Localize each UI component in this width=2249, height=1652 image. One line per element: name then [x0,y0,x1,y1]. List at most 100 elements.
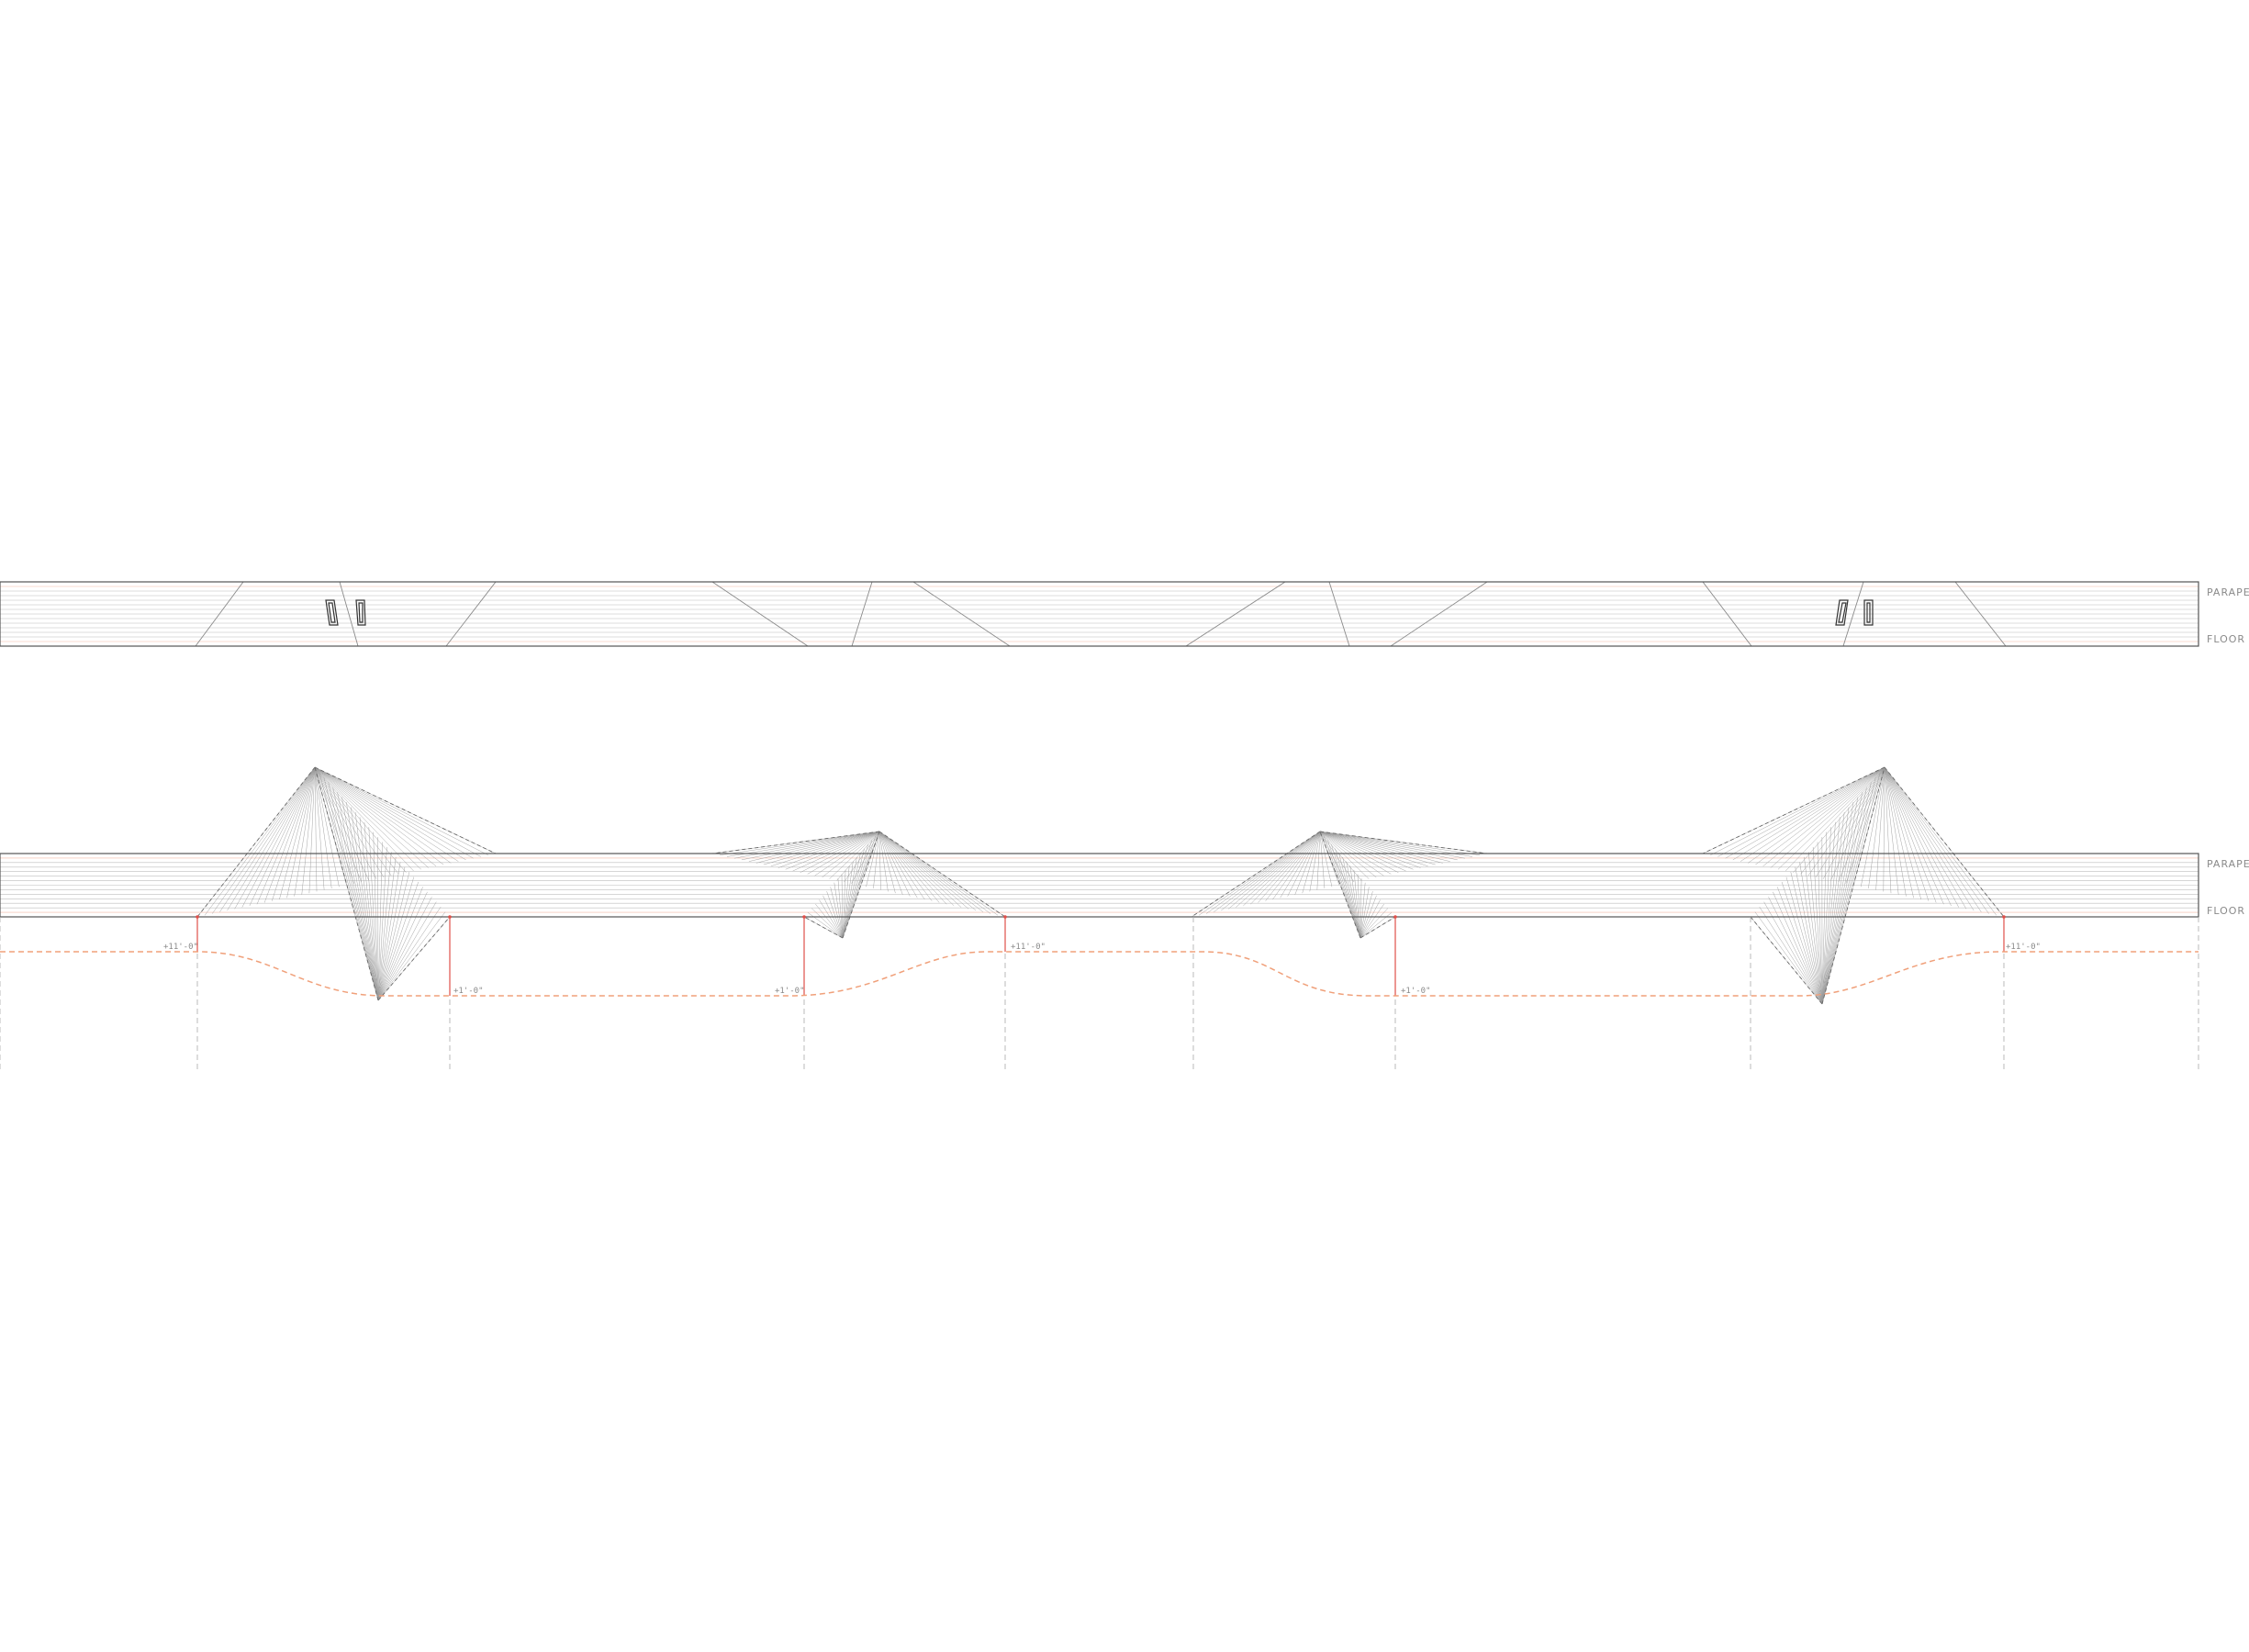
fan-mid-left-bottom [815,903,844,939]
fan-right-top [1884,766,1967,910]
fan-right-top [1823,766,1885,879]
fan-right-top [1762,766,1885,866]
fan-mid-right-top [1302,831,1321,894]
fan-mid-left-bottom [826,891,844,939]
fan-left-top [314,766,414,872]
fan-right-bottom [1785,876,1823,1005]
fan-mid-left-top [763,831,880,865]
fan-right-top [1725,766,1885,859]
fan-mid-left-bottom [841,874,844,939]
fan-mid-left-bottom [842,869,846,939]
fan-left-top [212,766,316,914]
fan-mid-right-top [1319,831,1465,859]
door-symbol-right [1835,599,1874,626]
fan-mid-left-bottom [842,831,880,939]
fan-left-top [314,766,385,877]
fan-mid-right-bottom [1349,865,1361,939]
fan-left-top [314,766,481,857]
fan-left-top [314,766,459,862]
fan-mid-right-top [1280,831,1321,899]
upper-diagonal-line [1185,581,1286,647]
upper-floor-label: FLOOR [2207,633,2245,645]
fan-right-bottom [1821,807,1850,1005]
fan-mid-left-top [878,831,889,892]
fan-left-bottom [373,832,379,1001]
fan-mid-right-top [1272,831,1321,900]
fan-right-top [1884,766,1899,895]
fan-left-top [204,766,316,916]
fan-right-bottom [1768,897,1823,1005]
fan-right-bottom [1759,907,1823,1005]
fan-mid-left-top [878,831,999,916]
fan-mid-right-bottom [1342,856,1361,939]
fan-mid-right-bottom [1359,908,1388,939]
fan-mid-right-top [1309,831,1321,892]
upper-parapet-label: PARAPET [2207,586,2249,598]
fan-mid-left-bottom [842,865,850,939]
upper-diagonal-line [445,581,497,647]
fan-right-top [1884,766,1952,907]
fan-mid-left-top [836,831,880,881]
dim-label-1: +11'-0" [163,943,198,952]
fan-mid-left-bottom [837,878,844,939]
fan-left-top [314,766,332,888]
fan-left-top [234,766,316,910]
fan-mid-right-top [1243,831,1321,907]
fan-right-top [1807,766,1885,876]
fan-mid-left-top [878,831,991,914]
upper-diagonal-line [1328,581,1350,647]
fan-mid-left-top [866,831,880,887]
fan-mid-left-top [878,831,918,899]
fan-right-bottom [1821,827,1831,1005]
fan-right-top [1710,766,1885,855]
fan-mid-right-top [1265,831,1321,901]
dim-label-6: +11'-0" [2006,943,2041,952]
fan-right-top [1884,766,1930,901]
fan-mid-right-bottom [1359,878,1362,939]
fan-right-top [1884,766,1975,911]
fan-left-top [314,766,325,890]
fan-right-bottom-edge [1821,766,1885,1005]
fan-right-top [1884,766,1944,905]
dim-label-2: +1'-0" [453,987,484,996]
fan-right-bottom [1763,901,1823,1005]
lower-parapet-label: PARAPET [2207,858,2249,870]
fan-left-top [279,766,316,900]
fan-mid-right-top [1319,831,1428,867]
fan-mid-left-top [733,831,880,859]
fan-mid-right-bottom [1346,861,1361,939]
fan-mid-right-top [1319,831,1436,865]
fan-mid-left-top [878,831,903,895]
fan-left-top [219,766,316,912]
fan-mid-left-top [878,831,955,907]
fan-left-top-edge [314,766,497,854]
fan-right-top [1884,766,1907,897]
fan-left-bottom [377,891,428,1001]
fan-left-bottom [359,817,379,1001]
fan-left-top [314,766,377,879]
fan-mid-left-top [726,831,880,857]
fan-mid-left-bottom [842,843,868,939]
red-level-dot [1003,915,1007,919]
fan-mid-left-top [878,831,925,900]
fan-left-bottom [377,907,442,1001]
fan-left-bottom [377,852,392,1001]
fan-left-bottom [332,787,379,1001]
fan-mid-left-top [878,831,881,890]
fan-mid-left-top [878,831,969,910]
fan-right-bottom [1821,817,1841,1005]
fan-right-top [1830,766,1885,881]
fan-right-top [1884,766,1914,899]
fan-right-bottom [1776,887,1823,1005]
upper-diagonal-line [1954,581,2007,647]
fan-mid-left-top [878,831,911,897]
fan-mid-right-bottom-edge [1359,916,1396,939]
fan-mid-left-bottom [842,840,873,939]
fan-right-bottom [1821,832,1827,1005]
fan-right-top [1785,766,1885,872]
fan-left-bottom [377,856,397,1001]
fan-mid-right-bottom [1353,869,1361,939]
fan-right-bottom [1821,811,1845,1005]
fan-mid-left-top [878,831,933,901]
fan-mid-right-top [1319,831,1392,875]
